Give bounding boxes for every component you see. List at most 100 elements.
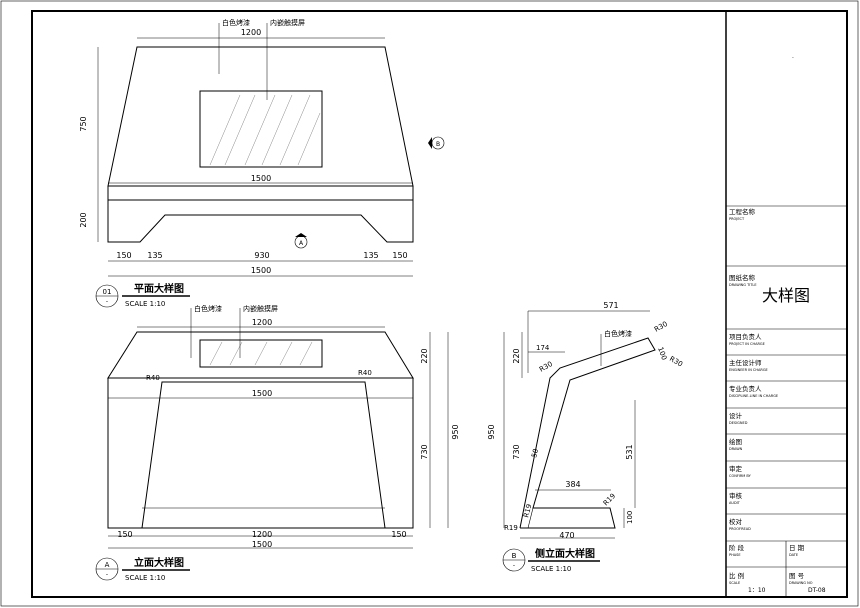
svg-text:图 号: 图 号 (789, 572, 805, 580)
side-scale: SCALE 1:10 (531, 565, 571, 573)
elevation-dim-220: 220 (420, 348, 429, 363)
plan-dim-total-1500: 1500 (251, 266, 271, 275)
svg-text:01: 01 (103, 288, 112, 296)
drawing-frame (31, 10, 848, 598)
svg-text:SCALE: SCALE (729, 581, 740, 585)
svg-text:AUDIT: AUDIT (729, 501, 741, 505)
tb-drawing-title: 图纸名称 (729, 273, 756, 282)
side-dim-174: 174 (536, 344, 550, 352)
svg-text:DRAWN: DRAWN (729, 447, 743, 451)
side-dim-470: 470 (559, 531, 574, 540)
plan-base-outline (107, 199, 414, 243)
svg-text:DISCIPLINE-LINE IN CHARGE: DISCIPLINE-LINE IN CHARGE (729, 394, 778, 398)
svg-text:CONFIRM BY: CONFIRM BY (729, 474, 752, 478)
plan-dim-750: 750 (79, 116, 88, 131)
plan-label-touchscreen: 内嵌触摸屏 (270, 18, 305, 27)
plan-top-outline (107, 46, 414, 187)
svg-text:A: A (105, 561, 110, 569)
elevation-dim-950: 950 (451, 424, 460, 439)
side-r19-c: R19 (504, 524, 518, 532)
plan-dim-200: 200 (79, 212, 88, 227)
plan-dim-150b: 150 (392, 251, 407, 260)
svg-text:ENGINEER IN CHARGE: ENGINEER IN CHARGE (729, 368, 768, 372)
side-dim-730: 730 (512, 444, 521, 459)
svg-text:绘图: 绘图 (729, 437, 742, 446)
tb-scale-value: 1：10 (748, 587, 766, 594)
plan-view: 白色烤漆 内嵌触摸屏 1200 1500 750 200 150 135 930… (79, 18, 445, 308)
plan-dim-1500: 1500 (251, 174, 271, 183)
svg-text:DESIGNED: DESIGNED (729, 421, 748, 425)
elevation-body-outline (107, 377, 414, 529)
elevation-title: 立面大样图 (134, 556, 184, 569)
elevation-dim-1200: 1200 (252, 318, 272, 327)
side-dim-950: 950 (487, 424, 496, 439)
side-r30-a: R30 (653, 320, 669, 334)
svg-text:审核: 审核 (729, 491, 743, 500)
elevation-dim-1200-bottom: 1200 (252, 530, 272, 539)
side-label-white-paint: 白色烤漆 (604, 329, 632, 338)
elevation-r40-left: R40 (146, 374, 160, 382)
svg-text:专业负责人: 专业负责人 (729, 384, 762, 393)
side-dim-571: 571 (603, 301, 618, 310)
tb-drawing-title-value: 大样图 (762, 286, 810, 305)
plan-touchscreen (199, 90, 323, 168)
side-dim-531: 531 (625, 444, 634, 459)
elevation-dim-1500: 1500 (252, 389, 272, 398)
plan-scale: SCALE 1:10 (125, 300, 165, 308)
elevation-label-white-paint: 白色烤漆 (194, 304, 222, 313)
svg-text:.: . (792, 53, 794, 60)
svg-text:B: B (512, 552, 517, 560)
svg-text:主任设计师: 主任设计师 (729, 358, 762, 367)
svg-text:B: B (436, 141, 440, 148)
tb-drawing-no-value: DT-08 (808, 587, 826, 594)
title-block: . 工程名称 PROJECT 图纸名称 DRAWING TITLE 大样图 项目… (725, 11, 847, 597)
side-dim-384: 384 (565, 480, 580, 489)
elevation-inner-legs (141, 381, 386, 529)
side-dim-50: 50 (530, 448, 540, 459)
svg-text:PHASE: PHASE (729, 553, 741, 557)
side-r30-c: R30 (538, 360, 554, 374)
svg-text:DRAWING TITLE: DRAWING TITLE (729, 283, 757, 287)
elevation-view: 白色烤漆 内嵌触摸屏 1200 1500 R40 R40 220 730 950… (95, 304, 460, 582)
elevation-scale: SCALE 1:10 (125, 574, 165, 582)
plan-dim-1200: 1200 (241, 28, 261, 37)
plan-screen-hatch (209, 94, 321, 166)
plan-label-white-paint: 白色烤漆 (222, 18, 250, 27)
svg-text:阶 段: 阶 段 (729, 543, 745, 552)
elevation-r40-right: R40 (358, 369, 372, 377)
side-r19-b: R19 (522, 503, 533, 518)
svg-text:校对: 校对 (729, 517, 743, 526)
elevation-label-touchscreen: 内嵌触摸屏 (243, 304, 278, 313)
svg-text:审定: 审定 (729, 464, 743, 473)
side-view: 571 174 白色烤漆 R30 R30 R30 100 220 950 730… (487, 301, 684, 573)
side-title: 侧立面大样图 (535, 547, 595, 560)
plan-dim-150a: 150 (116, 251, 131, 260)
svg-text:-: - (106, 298, 108, 305)
svg-text:A: A (299, 240, 304, 247)
svg-text:PROJECT IN CHARGE: PROJECT IN CHARGE (729, 342, 765, 346)
plan-dim-135a: 135 (147, 251, 162, 260)
tb-project: 工程名称 (729, 207, 756, 216)
side-outline (519, 337, 656, 529)
svg-text:-: - (513, 562, 515, 569)
svg-text:DRAWING NO: DRAWING NO (789, 581, 813, 585)
svg-text:DATE: DATE (789, 553, 798, 557)
svg-text:PROJECT: PROJECT (729, 217, 745, 221)
svg-text:项目负责人: 项目负责人 (729, 332, 762, 341)
svg-text:设计: 设计 (729, 411, 743, 420)
elevation-dim-150a: 150 (117, 530, 132, 539)
svg-text:PROOFREAD: PROOFREAD (729, 527, 751, 531)
svg-text:比 例: 比 例 (729, 571, 744, 580)
side-r30-b: R30 (668, 355, 684, 369)
elevation-dim-730: 730 (420, 444, 429, 459)
side-r19-a: R19 (602, 492, 617, 507)
plan-title: 平面大样图 (134, 282, 184, 295)
side-dim-220: 220 (512, 348, 521, 363)
elevation-touchscreen (199, 339, 323, 368)
elevation-dim-150b: 150 (391, 530, 406, 539)
side-dim-100-bottom: 100 (626, 511, 634, 524)
side-dim-100-top: 100 (656, 346, 668, 361)
svg-text:-: - (106, 571, 108, 578)
plan-dim-135b: 135 (363, 251, 378, 260)
